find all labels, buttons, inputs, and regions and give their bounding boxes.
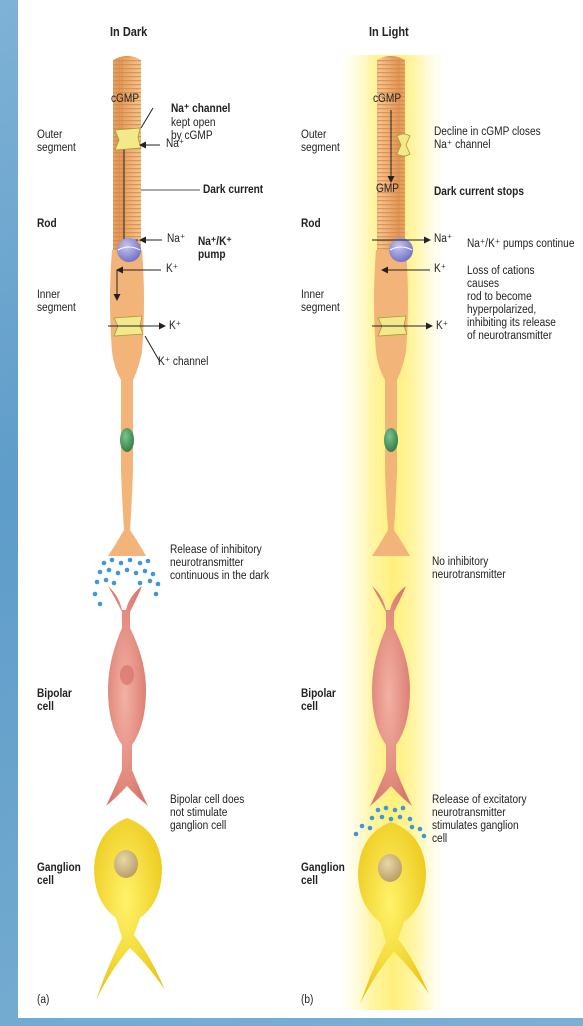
bipolar-note: Bipolar cell does not stimulate ganglion… [170, 794, 244, 833]
k-ion-label-b: K⁺ [434, 263, 446, 276]
pumps-continue-text: Na⁺/K⁺ pumps continue [467, 238, 574, 251]
na-channel-title: Na⁺ channel [171, 103, 230, 116]
na-channel-dark [115, 128, 141, 150]
na-ion-label-b: Na⁺ [434, 233, 452, 246]
k-ion-label: K⁺ [166, 263, 178, 276]
k-channel-label: K⁺ channel [158, 356, 208, 369]
bipolar-cell-dark [106, 586, 148, 806]
inner-segment-label-b: Inner segment [301, 289, 340, 315]
rod-nucleus [120, 428, 134, 452]
rod-label: Rod [37, 218, 57, 231]
ganglion-cell-dark [94, 818, 165, 1000]
cgmp-label: cGMP [111, 93, 139, 106]
na-k-pump-dark [117, 238, 141, 262]
release-inhibitory-text: Release of inhibitory neurotransmitter c… [170, 544, 269, 583]
panel-b-title: In Light [369, 26, 409, 39]
ganglion-label-b: Ganglion cell [301, 862, 345, 888]
gmp-label: GMP [376, 183, 399, 196]
na-ion-label-2: Na⁺ [167, 233, 185, 246]
bipolar-label: Bipolar cell [37, 688, 72, 714]
loss-of-cations-text: Loss of cations causes rod to become hyp… [467, 265, 569, 343]
k-ion-label-2: K⁺ [169, 320, 181, 333]
decline-cgmp-text: Decline in cGMP closes Na⁺ channel [434, 126, 541, 152]
inner-segment-label: Inner segment [37, 289, 76, 315]
outer-segment-label-b: Outer segment [301, 129, 340, 155]
panel-b-letter: (b) [301, 994, 313, 1007]
rod-label-b: Rod [301, 218, 321, 231]
ganglion-label: Ganglion cell [37, 862, 81, 888]
cgmp-label-b: cGMP [373, 93, 401, 106]
no-inhibitory-text: No inhibitory neurotransmitter [432, 556, 506, 582]
panel-a-title: In Dark [110, 26, 147, 39]
outer-segment-label: Outer segment [37, 129, 76, 155]
rod-nucleus [384, 428, 398, 452]
na-k-pump-light [389, 238, 413, 262]
bipolar-label-b: Bipolar cell [301, 688, 336, 714]
release-excitatory-text: Release of excitatory neurotransmitter s… [432, 794, 527, 846]
dark-current-stops-label: Dark current stops [434, 186, 524, 199]
dark-current-label: Dark current [203, 184, 263, 197]
pump-label: Na⁺/K⁺ pump [198, 236, 232, 262]
neurotransmitter-dots-dark [93, 558, 161, 607]
na-ion-label: Na⁺ [166, 138, 184, 151]
k-ion-label-b-2: K⁺ [436, 320, 448, 333]
panel-a-letter: (a) [37, 994, 49, 1007]
